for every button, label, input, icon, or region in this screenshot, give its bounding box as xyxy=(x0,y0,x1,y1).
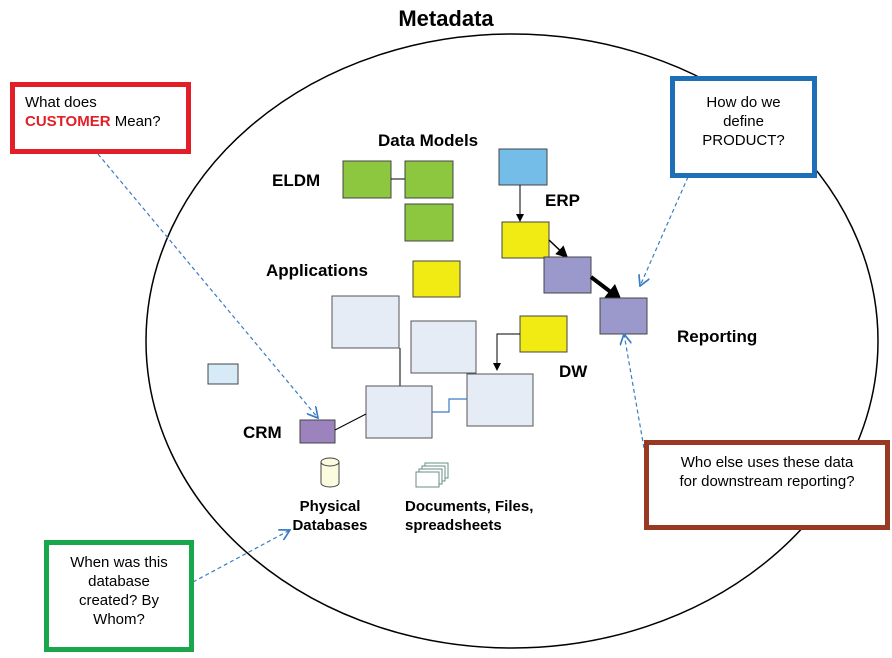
data-model-blue-box xyxy=(498,148,548,186)
customer-link xyxy=(97,153,318,418)
small-blue-box xyxy=(207,363,239,385)
customer-callout: What does CUSTOMER Mean? xyxy=(10,82,191,154)
product-callout-line1: How do we xyxy=(706,94,781,111)
crm-box xyxy=(299,419,336,444)
product-callout-line3: PRODUCT? xyxy=(702,132,785,149)
customer-callout-line2: CUSTOMER Mean? xyxy=(25,112,176,131)
label-physical-databases: Physical Databases xyxy=(288,497,372,535)
label-crm: CRM xyxy=(243,423,282,442)
customer-keyword: CUSTOMER xyxy=(25,113,111,130)
database-callout-line1: When was this xyxy=(70,554,168,571)
product-callout-line2: define xyxy=(723,113,764,130)
app-box-large xyxy=(331,295,400,349)
reporting-callout-line1: Who else uses these data xyxy=(680,454,854,471)
label-applications: Applications xyxy=(266,261,369,280)
reporting-box xyxy=(599,297,648,335)
database-callout-line4: Whom? xyxy=(93,611,145,628)
database-callout: When was this database created? By Whom? xyxy=(44,540,194,652)
database-icon xyxy=(320,457,340,488)
reporting-callout: Who else uses these data for downstream … xyxy=(644,440,890,530)
customer-callout-line1: What does xyxy=(25,94,97,111)
product-callout: How do we define PRODUCT? xyxy=(670,76,817,178)
label-physical-databases-line2: Databases xyxy=(292,517,368,534)
eldm-box-1 xyxy=(342,160,392,199)
documents-icon xyxy=(415,462,449,488)
dw-yellow-box xyxy=(519,315,568,353)
label-eldm: ELDM xyxy=(272,171,321,190)
app-blue-connector xyxy=(432,398,467,413)
reporting-link xyxy=(624,334,645,449)
dw-app-box xyxy=(466,373,534,427)
reporting-callout-line2: for downstream reporting? xyxy=(679,473,855,490)
erp-arrow-diag xyxy=(548,239,569,259)
label-physical-databases-line1: Physical xyxy=(299,498,361,515)
label-documents-line1: Documents, Files, xyxy=(405,498,534,515)
reporting-thick-arrowhead xyxy=(604,284,622,301)
eldm-box-3 xyxy=(404,203,454,242)
eldm-box-2 xyxy=(404,160,454,199)
product-link xyxy=(640,176,689,286)
database-callout-line2: database xyxy=(88,573,150,590)
customer-callout-suffix: Mean? xyxy=(114,113,161,130)
page-title: Metadata xyxy=(398,6,494,31)
crm-connector xyxy=(334,413,367,431)
database-callout-line3: created? By xyxy=(78,592,160,609)
label-reporting: Reporting xyxy=(677,327,758,346)
label-dw: DW xyxy=(559,362,588,381)
crm-app-box xyxy=(365,385,433,439)
app-box-medium xyxy=(410,320,477,374)
label-documents-line2: spreadsheets xyxy=(405,517,502,534)
applications-yellow-box xyxy=(412,260,461,298)
erp-purple-box xyxy=(543,256,592,294)
label-erp: ERP xyxy=(545,191,580,210)
label-data-models: Data Models xyxy=(378,131,479,150)
label-documents: Documents, Files, spreadsheets xyxy=(405,497,567,535)
database-link xyxy=(192,530,290,583)
erp-yellow-box xyxy=(501,221,550,259)
dw-arrow xyxy=(493,333,520,371)
